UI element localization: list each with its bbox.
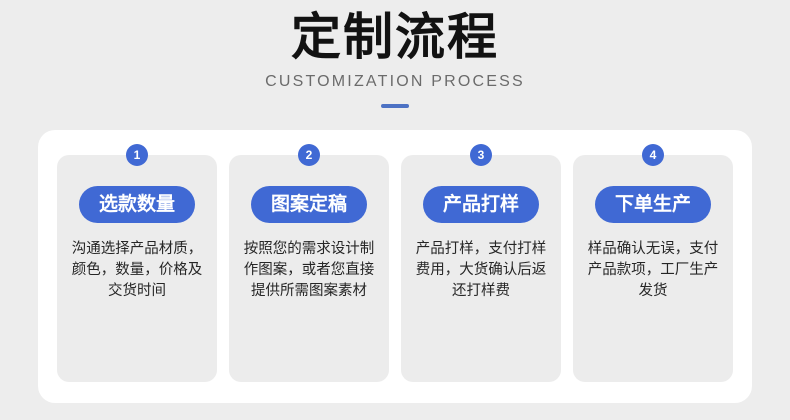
step-description: 沟通选择产品材质，颜色，数量，价格及交货时间 — [71, 241, 203, 299]
title-accent-bar — [381, 104, 409, 108]
page-title: 定制流程 — [291, 8, 499, 66]
step-card-2[interactable]: 2 图案定稿 按照您的需求设计制作图案，或者您直接提供所需图案素材 — [229, 144, 389, 382]
step-number-badge: 3 — [470, 144, 492, 166]
step-card-list: 1 选款数量 沟通选择产品材质，颜色，数量，价格及交货时间 2 图案定稿 按照您… — [57, 144, 733, 382]
step-card-1[interactable]: 1 选款数量 沟通选择产品材质，颜色，数量，价格及交货时间 — [57, 144, 217, 382]
step-number-badge: 1 — [126, 144, 148, 166]
header: 定制流程 CUSTOMIZATION PROCESS — [0, 0, 790, 108]
step-title-pill[interactable]: 选款数量 — [79, 186, 195, 223]
step-number-badge: 2 — [298, 144, 320, 166]
step-title-pill[interactable]: 图案定稿 — [251, 186, 367, 223]
step-title-pill[interactable]: 下单生产 — [595, 186, 711, 223]
step-title-pill[interactable]: 产品打样 — [423, 186, 539, 223]
page-subtitle: CUSTOMIZATION PROCESS — [265, 73, 525, 90]
process-panel: 1 选款数量 沟通选择产品材质，颜色，数量，价格及交货时间 2 图案定稿 按照您… — [38, 130, 752, 403]
step-description: 样品确认无误，支付产品款项，工厂生产发货 — [587, 241, 719, 299]
step-card-4[interactable]: 4 下单生产 样品确认无误，支付产品款项，工厂生产发货 — [573, 144, 733, 382]
step-number-badge: 4 — [642, 144, 664, 166]
step-description: 按照您的需求设计制作图案，或者您直接提供所需图案素材 — [243, 241, 375, 299]
step-card-3[interactable]: 3 产品打样 产品打样，支付打样费用，大货确认后返还打样费 — [401, 144, 561, 382]
step-description: 产品打样，支付打样费用，大货确认后返还打样费 — [415, 241, 547, 299]
